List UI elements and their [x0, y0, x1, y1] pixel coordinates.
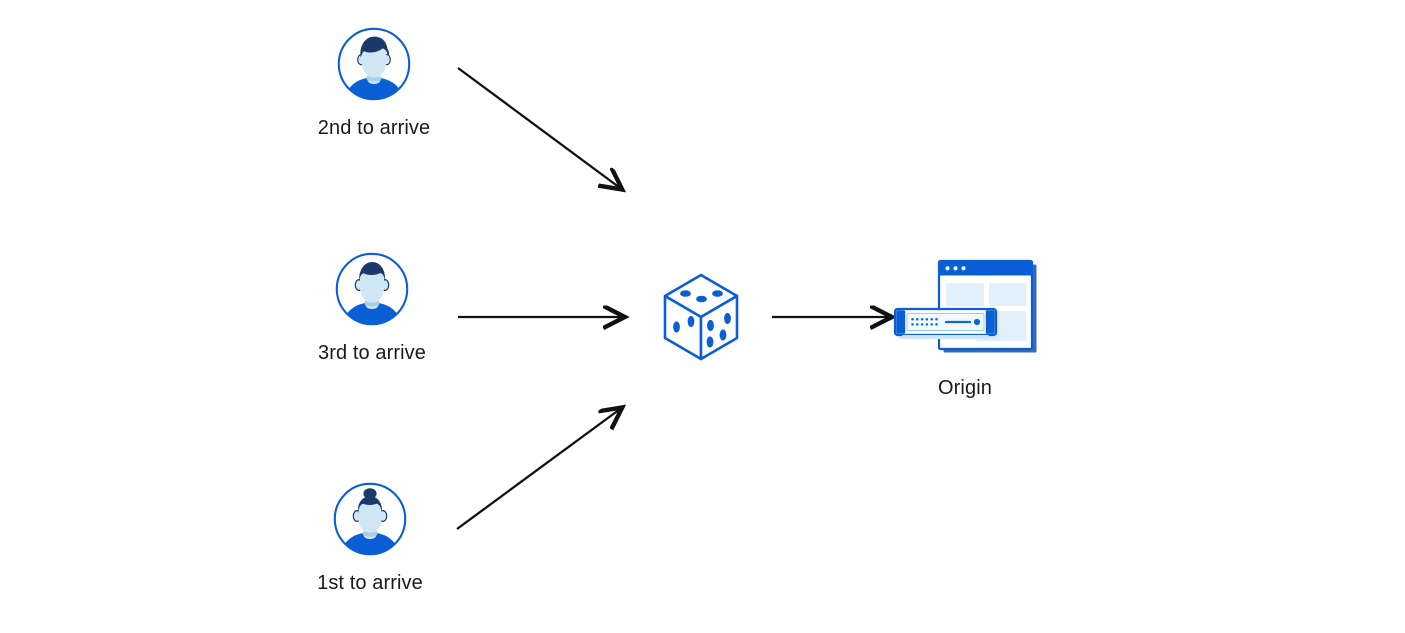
- edge-2nd-to-dice: [457, 67, 622, 189]
- node-user-1st[interactable]: 1st to arrive: [290, 481, 450, 595]
- origin-server-icon: [893, 259, 1037, 353]
- node-randomizer-dice[interactable]: [659, 269, 743, 365]
- user-avatar-icon: [335, 252, 409, 326]
- node-label-origin: Origin: [938, 377, 992, 399]
- node-user-2nd[interactable]: 2nd to arrive: [294, 26, 454, 140]
- dice-icon: [663, 273, 739, 361]
- window-dots: [945, 266, 966, 271]
- node-label-user-1st: 1st to arrive: [317, 572, 423, 594]
- node-label-user-2nd: 2nd to arrive: [317, 117, 431, 139]
- user-avatar-icon: [337, 27, 411, 101]
- edge-1st-to-dice: [456, 408, 622, 530]
- node-user-3rd[interactable]: 3rd to arrive: [292, 251, 452, 365]
- node-origin[interactable]: Origin: [885, 255, 1045, 400]
- node-label-user-3rd: 3rd to arrive: [317, 342, 426, 364]
- user-avatar-icon: [333, 482, 407, 556]
- server-port-dots: [911, 317, 938, 326]
